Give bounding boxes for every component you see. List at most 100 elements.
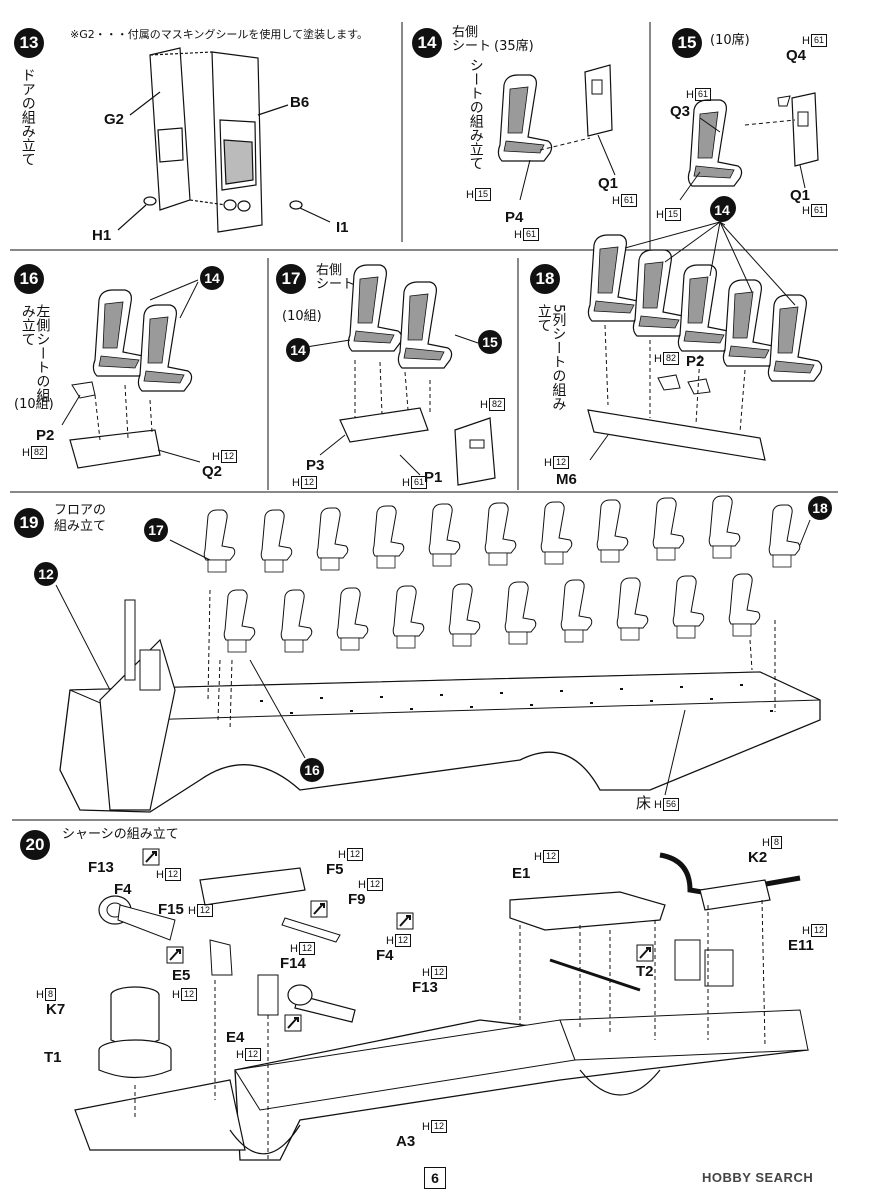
cement-icon [284, 1014, 302, 1032]
part-k2: K2 [748, 849, 768, 866]
part-e1: E1 [512, 865, 531, 882]
part-i1: I1 [336, 219, 349, 236]
step-18-badge: 18 [530, 264, 560, 294]
cement-icon [396, 912, 414, 930]
part-f4: F4 [114, 881, 132, 898]
step-17-count: (10組) [282, 309, 322, 324]
step-19-title-a: フロアの [54, 503, 107, 518]
ref-step-12: 12 [34, 562, 58, 586]
part-p1: P1 [424, 469, 443, 486]
ref-step-16: 16 [300, 758, 324, 782]
seat-assembly-16 [61, 279, 201, 469]
part-t1: T1 [44, 1049, 62, 1066]
ref-step-14: 14 [200, 266, 224, 290]
page-number: 6 [424, 1167, 446, 1189]
step-16-badge: 16 [14, 264, 44, 294]
cement-icon [166, 946, 184, 964]
seat-assembly-14 [497, 64, 616, 201]
part-f13: F13 [412, 979, 438, 996]
part-q1: Q1 [598, 175, 619, 192]
ref-step-18: 18 [808, 496, 832, 520]
part-q1: Q1 [790, 187, 811, 204]
part-f14: F14 [280, 955, 306, 972]
part-b6: B6 [290, 94, 310, 111]
part-f15: F15 [158, 901, 184, 918]
ref-step-15: 15 [478, 330, 502, 354]
part-floor: 床 [636, 794, 652, 812]
part-f13: F13 [88, 859, 114, 876]
part-m6: M6 [556, 471, 577, 488]
step-20-badge: 20 [20, 830, 50, 860]
seat-assembly-15 [679, 92, 819, 201]
section-dividers [10, 22, 838, 821]
step-14-title-b: シート [452, 39, 492, 54]
part-q3: Q3 [670, 103, 691, 120]
ref-step-14: 14 [286, 338, 310, 362]
part-p4: P4 [505, 209, 524, 226]
seat-row-back [203, 495, 801, 573]
part-q4: Q4 [786, 47, 807, 64]
cement-icon [142, 848, 160, 866]
step-14-count: (35席) [494, 39, 534, 54]
step-14-title-a: 右側 [452, 25, 479, 40]
part-p3: P3 [306, 457, 325, 474]
part-e11: E11 [788, 937, 814, 954]
chassis-assembly [74, 852, 810, 1161]
step-16-vertical: 左側シートの組み立て [19, 304, 51, 402]
part-f9: F9 [348, 891, 366, 908]
step-15-count: (10席) [710, 33, 750, 48]
part-e5: E5 [172, 967, 191, 984]
step-20-title: シャーシの組み立て [62, 827, 179, 842]
part-k7: K7 [46, 1001, 66, 1018]
step-17-title-a: 右側 [316, 263, 343, 278]
part-h1: H1 [92, 227, 112, 244]
step-13-note: ※G2・・・付属のマスキングシールを使用して塗装します。 [70, 28, 368, 41]
part-g2: G2 [104, 111, 125, 128]
ref-step-17: 17 [144, 518, 168, 542]
part-f4: F4 [376, 947, 394, 964]
step-13-title: ドアの組み立て [19, 68, 36, 166]
step-14-badge: 14 [412, 28, 442, 58]
door-parts [117, 47, 331, 233]
part-e4: E4 [226, 1029, 245, 1046]
part-f5: F5 [326, 861, 344, 878]
cement-icon [310, 900, 328, 918]
step-17-badge: 17 [276, 264, 306, 294]
part-p2: P2 [36, 427, 55, 444]
watermark-logo: HOBBY SEARCH [702, 1170, 814, 1185]
seat-row-front [223, 573, 761, 653]
step-16-count: (10組) [14, 397, 54, 412]
step-19-badge: 19 [14, 508, 44, 538]
part-a3: A3 [396, 1133, 416, 1150]
part-p2: P2 [686, 353, 705, 370]
step-17-title-b: シート [316, 277, 356, 292]
step-13-badge: 13 [14, 28, 44, 58]
